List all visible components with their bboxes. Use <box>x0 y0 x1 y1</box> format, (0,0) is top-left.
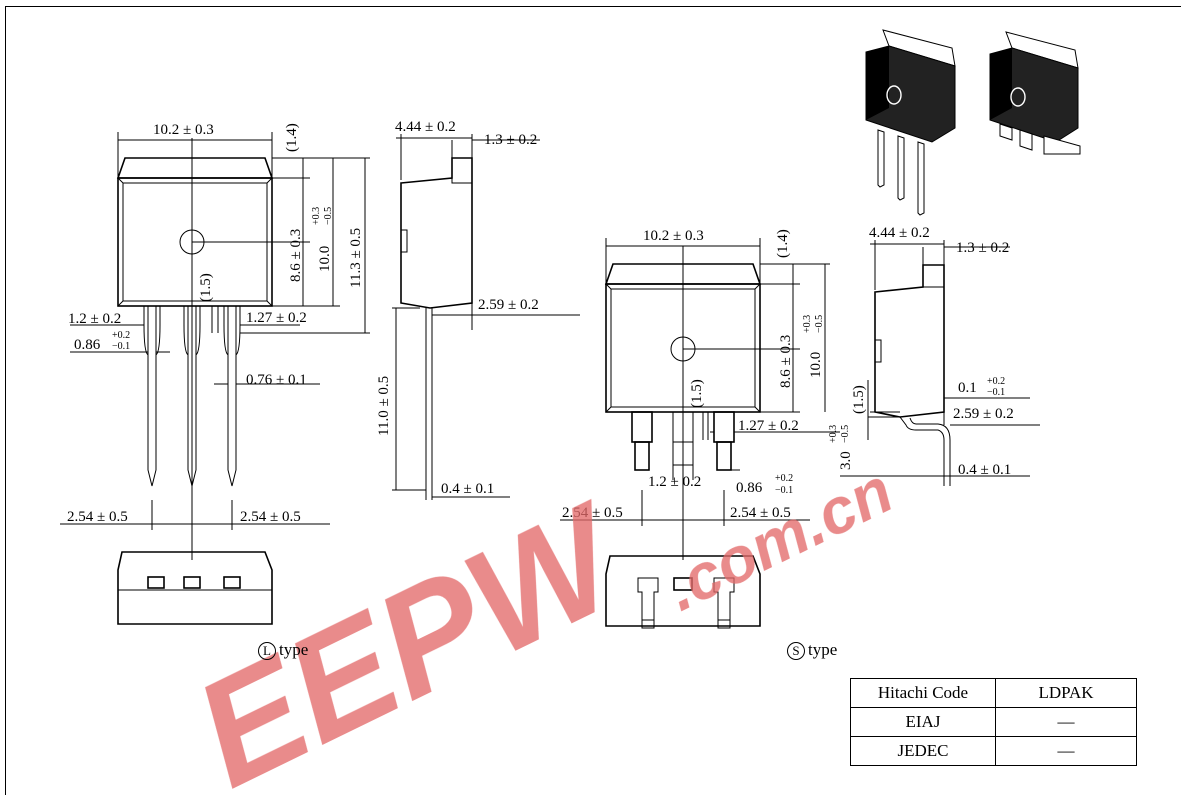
dim-l-total-10-tol-dn: −0.5 <box>323 207 334 225</box>
table-cell-value: LDPAK <box>995 678 1137 708</box>
dim-s-3: 3.0 <box>838 451 854 470</box>
dim-s-086-dn: −0.1 <box>775 485 793 496</box>
l-type-circle: L <box>258 642 276 660</box>
table-cell-key: Hitachi Code <box>850 678 996 708</box>
table-cell-key: EIAJ <box>850 707 996 737</box>
dim-s-127: 1.27 ± 0.2 <box>738 418 799 434</box>
dim-s-tab: (1.4) <box>775 229 791 258</box>
dim-s-side-01-dn: −0.1 <box>987 387 1005 398</box>
s-type-word: type <box>808 640 838 659</box>
dim-side-444: 4.44 ± 0.2 <box>395 119 456 135</box>
dim-l-lead-12: 1.2 ± 0.2 <box>68 311 121 327</box>
dim-s-body-height: 8.6 ± 0.3 <box>778 335 794 388</box>
dim-side-13: 1.3 ± 0.2 <box>484 132 537 148</box>
dim-s-side-01-up: +0.2 <box>987 376 1005 387</box>
dim-l-pitch-left: 2.54 ± 0.5 <box>67 509 128 525</box>
3d-package-s-type <box>989 31 1081 155</box>
dim-l-width: 10.2 ± 0.3 <box>153 122 214 138</box>
table-cell-value: — <box>995 707 1137 737</box>
dim-s-side-04: 0.4 ± 0.1 <box>958 462 1011 478</box>
l-type-front-view <box>60 132 370 560</box>
dim-l-total-10-tol-up: +0.3 <box>311 207 322 225</box>
s-type-bottom-view <box>605 555 761 629</box>
dim-side-259: 2.59 ± 0.2 <box>478 297 539 313</box>
table-row: JEDEC — <box>850 736 1137 766</box>
dim-side-04: 0.4 ± 0.1 <box>441 481 494 497</box>
package-code-table: Hitachi Code LDPAK EIAJ — JEDEC — <box>850 678 1137 766</box>
dim-s-side-13: 1.3 ± 0.2 <box>956 240 1009 256</box>
dim-s-side-01: 0.1 <box>958 380 977 396</box>
dim-l-pitch-right: 2.54 ± 0.5 <box>240 509 301 525</box>
s-type-front-view <box>560 238 840 560</box>
dim-l-total-10: 10.0 <box>317 246 333 272</box>
dim-l-lead-127: 1.27 ± 0.2 <box>246 310 307 326</box>
dim-s-side-444: 4.44 ± 0.2 <box>869 225 930 241</box>
dim-l-15: (1.5) <box>198 273 214 302</box>
dim-s-15: (1.5) <box>689 379 705 408</box>
dim-l-tab: (1.4) <box>284 123 300 152</box>
dim-s-total-10-dn: −0.5 <box>814 315 825 333</box>
table-row: Hitachi Code LDPAK <box>850 678 1137 708</box>
dim-s-12: 1.2 ± 0.2 <box>648 474 701 490</box>
dim-s-side-259: 2.59 ± 0.2 <box>953 406 1014 422</box>
dim-s-total-10-up: +0.3 <box>802 315 813 333</box>
dim-s-width: 10.2 ± 0.3 <box>643 228 704 244</box>
dim-s-pitch-left: 2.54 ± 0.5 <box>562 505 623 521</box>
dim-l-lead-086-dn: −0.1 <box>112 341 130 352</box>
l-type-side-view <box>392 134 580 500</box>
dim-s-086: 0.86 <box>736 480 763 496</box>
drawing-frame <box>5 6 1181 795</box>
eepw-watermark: EEPW .com.cn <box>170 454 903 796</box>
dim-l-lead-076: 0.76 ± 0.1 <box>246 372 307 388</box>
dim-l-lead-086-up: +0.2 <box>112 330 130 341</box>
dim-l-total-113: 11.3 ± 0.5 <box>348 228 364 288</box>
table-cell-value: — <box>995 736 1137 766</box>
dim-s-086-up: +0.2 <box>775 473 793 484</box>
dim-s-3-up: +0.3 <box>828 425 839 443</box>
dim-s-total-10: 10.0 <box>808 352 824 378</box>
table-cell-key: JEDEC <box>850 736 996 766</box>
dim-l-lead-086: 0.86 <box>74 337 101 353</box>
dim-l-body-height: 8.6 ± 0.3 <box>288 229 304 282</box>
s-type-circle: S <box>787 642 805 660</box>
table-row: EIAJ — <box>850 707 1137 737</box>
dim-side-110: 11.0 ± 0.5 <box>376 376 392 436</box>
l-type-bottom-view <box>117 551 273 625</box>
l-type-word: type <box>279 640 309 659</box>
s-type-side-view <box>840 240 1040 486</box>
dim-s-pitch-right: 2.54 ± 0.5 <box>730 505 791 521</box>
dim-s-3-dn: −0.5 <box>840 425 851 443</box>
3d-package-l-type <box>865 29 956 216</box>
dim-s-side-15: (1.5) <box>851 385 867 414</box>
